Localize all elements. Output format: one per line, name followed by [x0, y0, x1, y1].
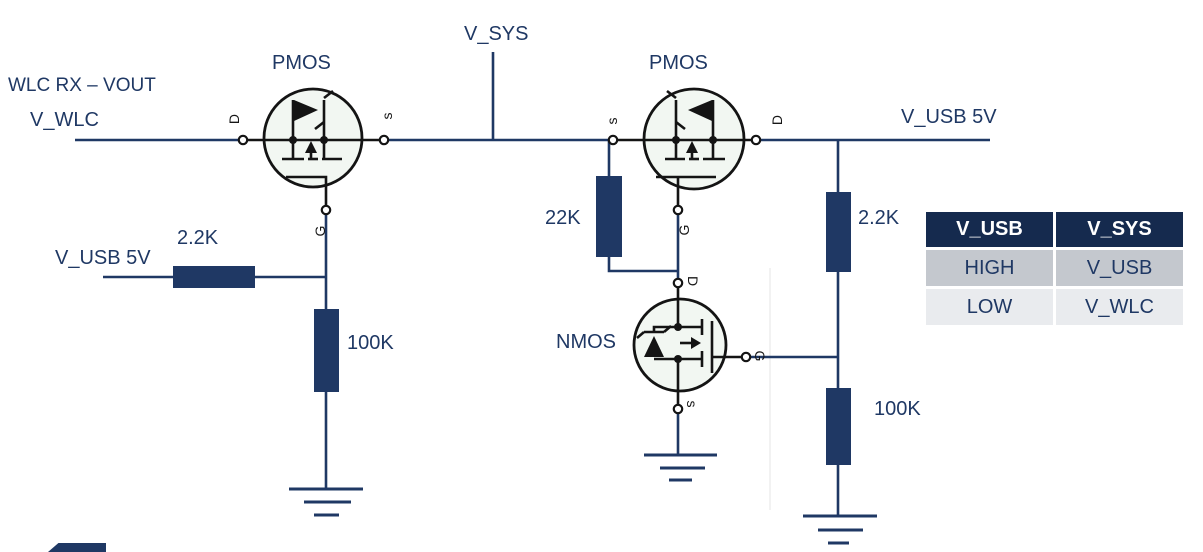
resistor-2-2k-right [826, 192, 851, 272]
pin-pmos-left-d: D [226, 113, 242, 125]
resistor-100k-right [826, 388, 851, 465]
resistor-100k-left [314, 309, 339, 392]
label-100k-right: 100K [874, 398, 921, 420]
ground-right [803, 514, 877, 545]
table-cell: V_USB [1056, 250, 1183, 286]
pin-pmos-right-g: G [676, 224, 692, 236]
pin-pmos-left-g: G [312, 225, 328, 237]
pmos-left-symbol [237, 87, 390, 216]
pin-nmos-d: D [685, 275, 701, 287]
label-22k: 22K [545, 207, 581, 229]
ground-left [289, 487, 363, 517]
pin-nmos-g: G [752, 350, 768, 362]
pmos-right-symbol [607, 87, 762, 216]
label-wlc-rx-vout: WLC RX – VOUT [8, 75, 156, 96]
net-v-sys [389, 52, 609, 142]
logo-fragment [48, 543, 106, 552]
resistor-22k [596, 176, 622, 257]
pin-pmos-right-s: s [604, 117, 620, 125]
pin-pmos-right-d: D [769, 114, 785, 126]
pin-pmos-left-s: s [379, 112, 395, 120]
net-22k-gate [607, 140, 680, 279]
table-header-v-usb: V_USB [926, 212, 1053, 247]
table-cell: HIGH [926, 250, 1053, 286]
net-right-divider [750, 272, 840, 516]
label-v-usb-5v-left: V_USB 5V [55, 247, 151, 269]
pin-nmos-s: s [684, 400, 700, 408]
table-header-v-sys: V_SYS [1056, 212, 1183, 247]
label-v-usb-5v-right: V_USB 5V [901, 106, 997, 128]
nmos-symbol [632, 277, 752, 415]
table-cell: LOW [926, 289, 1053, 325]
label-v-wlc: V_WLC [30, 109, 99, 131]
label-pmos-right: PMOS [649, 52, 708, 74]
label-pmos-left: PMOS [272, 52, 331, 74]
label-nmos: NMOS [556, 331, 616, 353]
table-cell: V_WLC [1056, 289, 1183, 325]
label-100k-left: 100K [347, 332, 394, 354]
net-v-usb [760, 138, 990, 192]
label-2-2k-left: 2.2K [177, 227, 219, 249]
ground-nmos [644, 453, 717, 482]
v-usb-v-sys-truth-table: V_USB V_SYS HIGH V_USB LOW V_WLC [926, 212, 1183, 325]
resistor-2-2k-left [173, 266, 255, 288]
label-v-sys: V_SYS [464, 23, 529, 45]
label-2-2k-right: 2.2K [858, 207, 900, 229]
